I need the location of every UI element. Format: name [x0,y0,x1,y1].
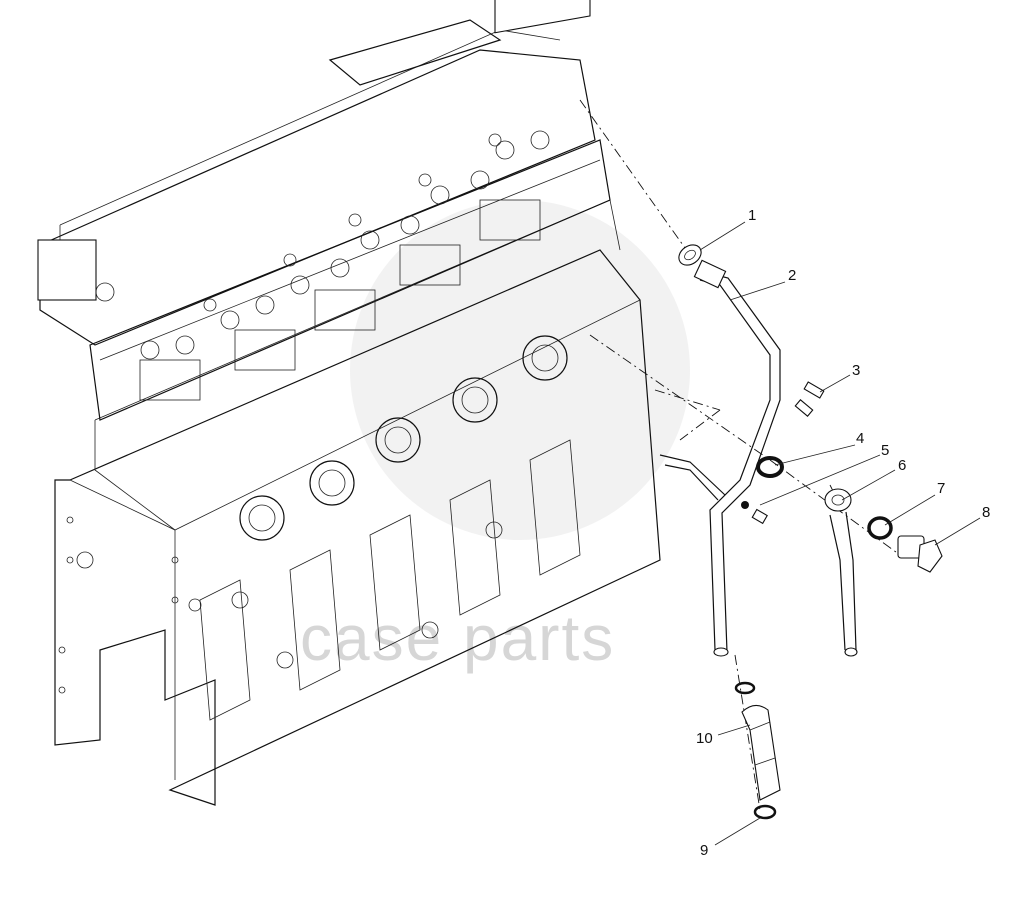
callout-5: 5 [881,442,889,459]
callout-8: 8 [982,504,990,521]
watermark: case parts [300,200,690,674]
flange-holes [58,516,179,694]
dipstick-tube-part-6 [824,488,858,657]
callout-9: 9 [700,842,708,859]
hose-part-10 [734,681,781,801]
cylinder-head-details [139,130,550,401]
gasket-part-1 [678,244,702,266]
callout-4: 4 [856,430,864,447]
bolt-part-3 [794,381,825,417]
watermark-logo [350,200,690,540]
washer-part-5 [741,501,768,525]
engine-block [37,0,661,806]
callouts: 1 2 3 4 5 6 7 8 9 10 [696,207,990,859]
clamp-part-9 [753,804,777,820]
callout-10: 10 [696,730,713,747]
callout-7: 7 [937,480,945,497]
callout-3: 3 [852,362,860,379]
callout-2: 2 [788,267,796,284]
callout-6: 6 [898,457,906,474]
oil-tube-part-2 [659,259,781,657]
o-ring-part-4 [756,456,784,478]
fitting-part-8 [897,535,943,573]
watermark-text: case parts [300,602,615,674]
crankcase-details [188,439,581,721]
leader-lines [699,221,981,846]
callout-1: 1 [748,207,756,224]
seal-ring-part-7 [867,516,893,540]
block-bores [239,335,568,541]
